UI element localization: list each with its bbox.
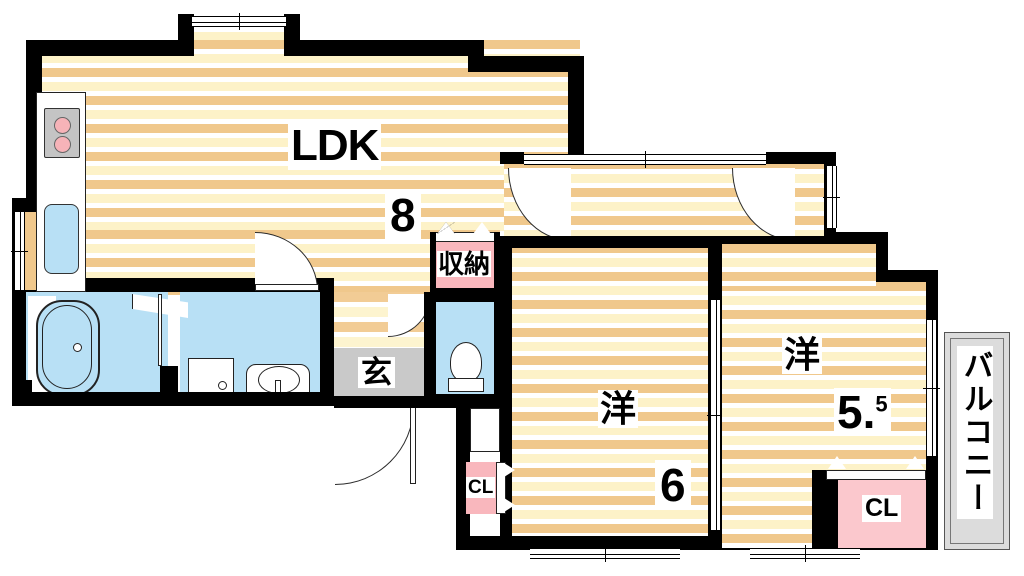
room-label-balcony: バルコニー <box>957 346 993 519</box>
wall-right-step2 <box>876 270 938 284</box>
wall-corridor-step <box>824 232 888 246</box>
room-label-bedroom-left: 洋 <box>598 388 639 429</box>
bath-wall-left <box>26 380 32 394</box>
room-label-genkan: 玄 <box>358 357 395 388</box>
wall-ldk-top-left <box>26 40 186 56</box>
kitchen-side-window <box>11 212 28 290</box>
cl-left-doorstrip <box>496 462 506 514</box>
wall-left-bedroom-pocket <box>456 406 470 550</box>
bath-door-frame <box>158 294 162 366</box>
washing-machine-icon <box>188 358 234 398</box>
entrance-door-panel <box>410 406 416 484</box>
wall-shuno-right <box>494 232 500 294</box>
bedroom-right-floor-upper <box>722 244 876 286</box>
wall-ldk-top-right2 <box>468 56 584 72</box>
wall-bathroom-bottom <box>12 392 334 406</box>
ldk-hall-door-panel <box>255 284 319 291</box>
room-label-ldk: LDK <box>288 122 382 170</box>
bathtub-drain-icon <box>73 343 82 352</box>
wall-genkan-bottom <box>334 396 430 408</box>
wall-bathroom-left <box>12 292 26 406</box>
wall-ldk-bottom <box>12 278 334 292</box>
wall-bathroom-right <box>320 292 334 406</box>
room-size-bedroom-left: 6 <box>655 460 691 510</box>
size-main: 5. <box>837 386 876 438</box>
wall-ldk-top-right <box>284 40 484 56</box>
shuno-door-tri-left-outline <box>437 222 455 234</box>
bathtub-inner <box>42 305 92 389</box>
wall-toilet-right <box>494 294 504 408</box>
room-label-bedroom-right: 洋 <box>782 334 823 375</box>
cl-right-wall-left <box>812 470 838 548</box>
stove-burner-front-icon <box>54 117 71 134</box>
toilet-tank-icon <box>448 378 484 392</box>
cl-left-tri-bottom-icon <box>504 498 515 512</box>
bedroom-right-balcony-window <box>923 320 940 456</box>
left-corridor-strip <box>470 408 500 452</box>
wall-shuno-left <box>430 232 436 294</box>
bedroom-right-window <box>750 545 860 562</box>
room-size-bedroom-right: 5.5 <box>834 388 891 436</box>
cl-left-tri-top-icon <box>504 463 515 477</box>
storage-label-cl-right: CL <box>862 495 902 522</box>
storage-label-shuno: 収納 <box>437 249 492 279</box>
toilet-icon <box>450 342 482 382</box>
wall-corridor-step-right <box>876 232 888 282</box>
stove-burner-back-icon <box>54 136 71 153</box>
cl-right-tri-right-icon <box>906 456 924 469</box>
shuno-door-tri-right-icon <box>473 222 491 234</box>
wall-corridor-top-right <box>766 152 836 164</box>
bath-wall-divider <box>160 366 178 394</box>
wall-toilet-bottom <box>430 394 500 408</box>
bedroom-partition-sliding-door <box>707 300 724 530</box>
corridor-right-window <box>823 166 840 228</box>
storage-label-cl-left: CL <box>466 477 496 498</box>
cl-right-doorstrip <box>826 470 926 480</box>
wall-shuno-bottom <box>430 288 500 302</box>
wall-corridor-top-left <box>500 152 524 164</box>
wall-ldk-right-upper <box>568 56 584 161</box>
room-size-ldk: 8 <box>385 190 421 240</box>
bedroom-left-window <box>530 545 680 562</box>
wall-bedroom-left-top <box>500 236 712 248</box>
ldk-bay-window <box>192 13 286 30</box>
corridor-window <box>524 151 766 168</box>
wall-hall-right <box>424 292 436 408</box>
wall-ldk-bay-left <box>178 14 194 56</box>
kitchen-sink-icon <box>44 204 79 274</box>
entrance-door-arc <box>335 406 414 485</box>
size-sup: 5 <box>875 391 888 417</box>
balcony-inner-edge <box>950 338 1004 544</box>
cl-right-tri-left-icon <box>828 456 846 469</box>
washing-machine-drain-icon <box>218 381 227 390</box>
